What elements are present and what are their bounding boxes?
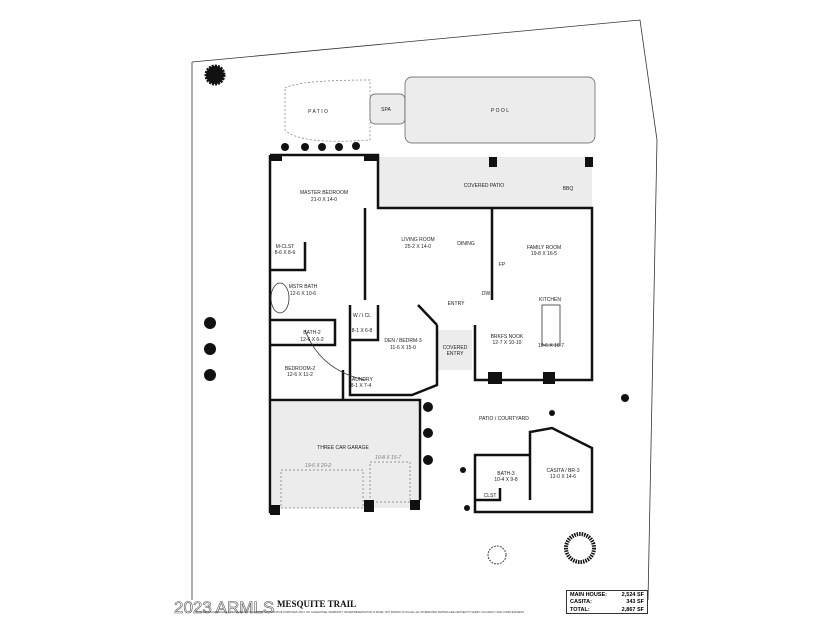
room-garage: THREE CAR GARAGE 19-6 X 20-2 10-8 X 15-7 — [305, 445, 401, 469]
room-brkfst-nook: BRKFS NOOK 12-7 X 10-10 — [491, 334, 524, 346]
svg-text:12-6 X 11-2: 12-6 X 11-2 — [287, 372, 313, 378]
garage-bay — [280, 469, 364, 509]
column — [410, 500, 420, 510]
covered-entry-floor — [437, 330, 472, 370]
area-label: MAIN HOUSE: — [570, 592, 607, 598]
curved-wall — [304, 329, 366, 381]
column — [488, 372, 502, 384]
column — [270, 155, 282, 161]
area-row-total: TOTAL: 2,867 SF — [570, 607, 644, 614]
svg-text:CASITA / BR-3: CASITA / BR-3 — [547, 468, 580, 474]
column — [364, 155, 378, 161]
svg-text:12-6 X 10-6: 12-6 X 10-6 — [290, 291, 316, 297]
room-bedroom-2: BEDROOM-2 12-6 X 11-2 — [285, 366, 316, 378]
svg-text:19-6 X 20-2: 19-6 X 20-2 — [305, 463, 331, 469]
disclaimer: FLOORPLAN DRAWINGS & MEASUREMENTS ARE FO… — [196, 610, 525, 614]
patio-label: P A T I O — [308, 109, 328, 115]
room-bath-2: BATH-2 12-6 X 6-2 — [300, 330, 324, 343]
covered-patio — [378, 157, 592, 208]
fireplace-label: FP — [499, 262, 506, 268]
garage-floor — [272, 402, 418, 508]
svg-text:10-4 X 9-8: 10-4 X 9-8 — [494, 477, 518, 483]
kitchen-island — [541, 304, 561, 346]
svg-text:COVERED: COVERED — [443, 345, 468, 351]
room-laundry: LAUNDRY 8-1 X 7-4 — [349, 377, 373, 389]
svg-text:8-6 X 8-6: 8-6 X 8-6 — [275, 250, 296, 256]
area-label: CASITA: — [570, 599, 592, 606]
room-m-clst: M-CLST 8-6 X 8-6 — [275, 244, 296, 256]
svg-text:KITCHEN: KITCHEN — [539, 297, 561, 303]
svg-text:MASTER BEDROOM: MASTER BEDROOM — [300, 190, 348, 196]
area-row-main-house: MAIN HOUSE: 2,524 SF — [570, 592, 644, 599]
room-dining: DINING — [457, 241, 475, 247]
room-mstr-bath: MSTR BATH 12-6 X 10-6 — [289, 284, 318, 297]
svg-text:10-6 X 16-7: 10-6 X 16-7 — [538, 343, 564, 349]
svg-text:BATH-2: BATH-2 — [303, 330, 321, 336]
svg-text:M-CLST: M-CLST — [276, 244, 295, 250]
room-covered-entry: COVERED ENTRY — [443, 345, 468, 357]
room-living: LIVING ROOM 25-2 X 14-0 — [401, 237, 434, 250]
svg-text:FAMILY ROOM: FAMILY ROOM — [527, 245, 561, 251]
svg-text:12-7 X 10-10: 12-7 X 10-10 — [493, 340, 522, 346]
area-value: 343 SF — [626, 599, 644, 606]
pool-label: P O O L — [491, 108, 509, 114]
pool — [404, 76, 596, 144]
svg-text:BEDROOM-2: BEDROOM-2 — [285, 366, 316, 372]
svg-text:19-8 X 16-5: 19-8 X 16-5 — [531, 251, 557, 257]
column — [543, 372, 555, 384]
svg-text:MSTR BATH: MSTR BATH — [289, 284, 318, 290]
column — [270, 505, 280, 515]
bathtub — [270, 282, 290, 314]
area-value: 2,867 SF — [621, 606, 644, 613]
property-line — [191, 19, 658, 601]
area-summary: MAIN HOUSE: 2,524 SF CASITA: 343 SF TOTAL:… — [566, 590, 648, 614]
svg-text:DEN / BEDRM-3: DEN / BEDRM-3 — [384, 338, 421, 344]
svg-text:11-6 X 15-0: 11-6 X 15-0 — [390, 345, 416, 351]
area-row-casita: CASITA: 343 SF — [570, 599, 644, 606]
column — [364, 500, 374, 512]
svg-text:8-1 X 6-8: 8-1 X 6-8 — [352, 328, 373, 334]
bbq-label: BBQ — [563, 186, 574, 192]
patio-courtyard-label: PATIO / COURTYARD — [479, 416, 529, 422]
column — [489, 157, 497, 167]
dishwasher-label: DW — [482, 291, 491, 297]
room-master-bedroom: MASTER BEDROOM 21-0 X 14-0 — [300, 190, 348, 203]
room-family: FAMILY ROOM 19-8 X 16-5 — [527, 245, 561, 257]
room-kitchen: KITCHEN 10-6 X 16-7 — [538, 297, 564, 349]
spa-label: SPA — [381, 107, 391, 113]
room-bath-3: BATH-3 10-4 X 9-8 — [494, 471, 518, 483]
house-walls — [268, 153, 594, 514]
column — [585, 157, 593, 167]
svg-text:25-2 X 14-0: 25-2 X 14-0 — [405, 244, 431, 250]
svg-text:BATH-3: BATH-3 — [497, 471, 515, 477]
garage-bay — [369, 461, 411, 503]
shrubs — [204, 64, 629, 565]
svg-text:12-0 X 14-6: 12-0 X 14-6 — [550, 474, 576, 480]
patio-area — [284, 79, 371, 142]
svg-text:10-8 X 15-7: 10-8 X 15-7 — [375, 455, 401, 461]
room-wi-cl: W / I CL 8-1 X 6-8 — [352, 313, 373, 334]
svg-text:W / I CL: W / I CL — [353, 313, 371, 319]
watermark: 2023 ARMLS — [174, 598, 274, 617]
area-label: TOTAL: — [570, 606, 590, 613]
room-entry: ENTRY — [448, 301, 466, 307]
room-casita: CASITA / BR-3 12-0 X 14-6 — [547, 468, 580, 480]
svg-text:12-6 X 6-2: 12-6 X 6-2 — [300, 337, 324, 343]
plan-title: MESQUITE TRAIL — [277, 599, 356, 609]
area-value: 2,524 SF — [621, 592, 644, 598]
svg-text:21-0 X 14-0: 21-0 X 14-0 — [311, 197, 337, 203]
svg-text:ENTRY: ENTRY — [447, 351, 465, 357]
svg-text:LIVING ROOM: LIVING ROOM — [401, 237, 434, 243]
svg-text:8-1 X 7-4: 8-1 X 7-4 — [351, 383, 372, 389]
svg-text:THREE CAR GARAGE: THREE CAR GARAGE — [317, 445, 369, 451]
casita-walls — [473, 426, 594, 514]
room-den: DEN / BEDRM-3 11-6 X 15-0 — [384, 338, 421, 351]
covered-patio-label: COVERED PATIO — [464, 183, 504, 189]
room-clst: CLST — [484, 493, 497, 499]
svg-text:LAUNDRY: LAUNDRY — [349, 377, 373, 383]
svg-text:BRKFS NOOK: BRKFS NOOK — [491, 334, 524, 340]
